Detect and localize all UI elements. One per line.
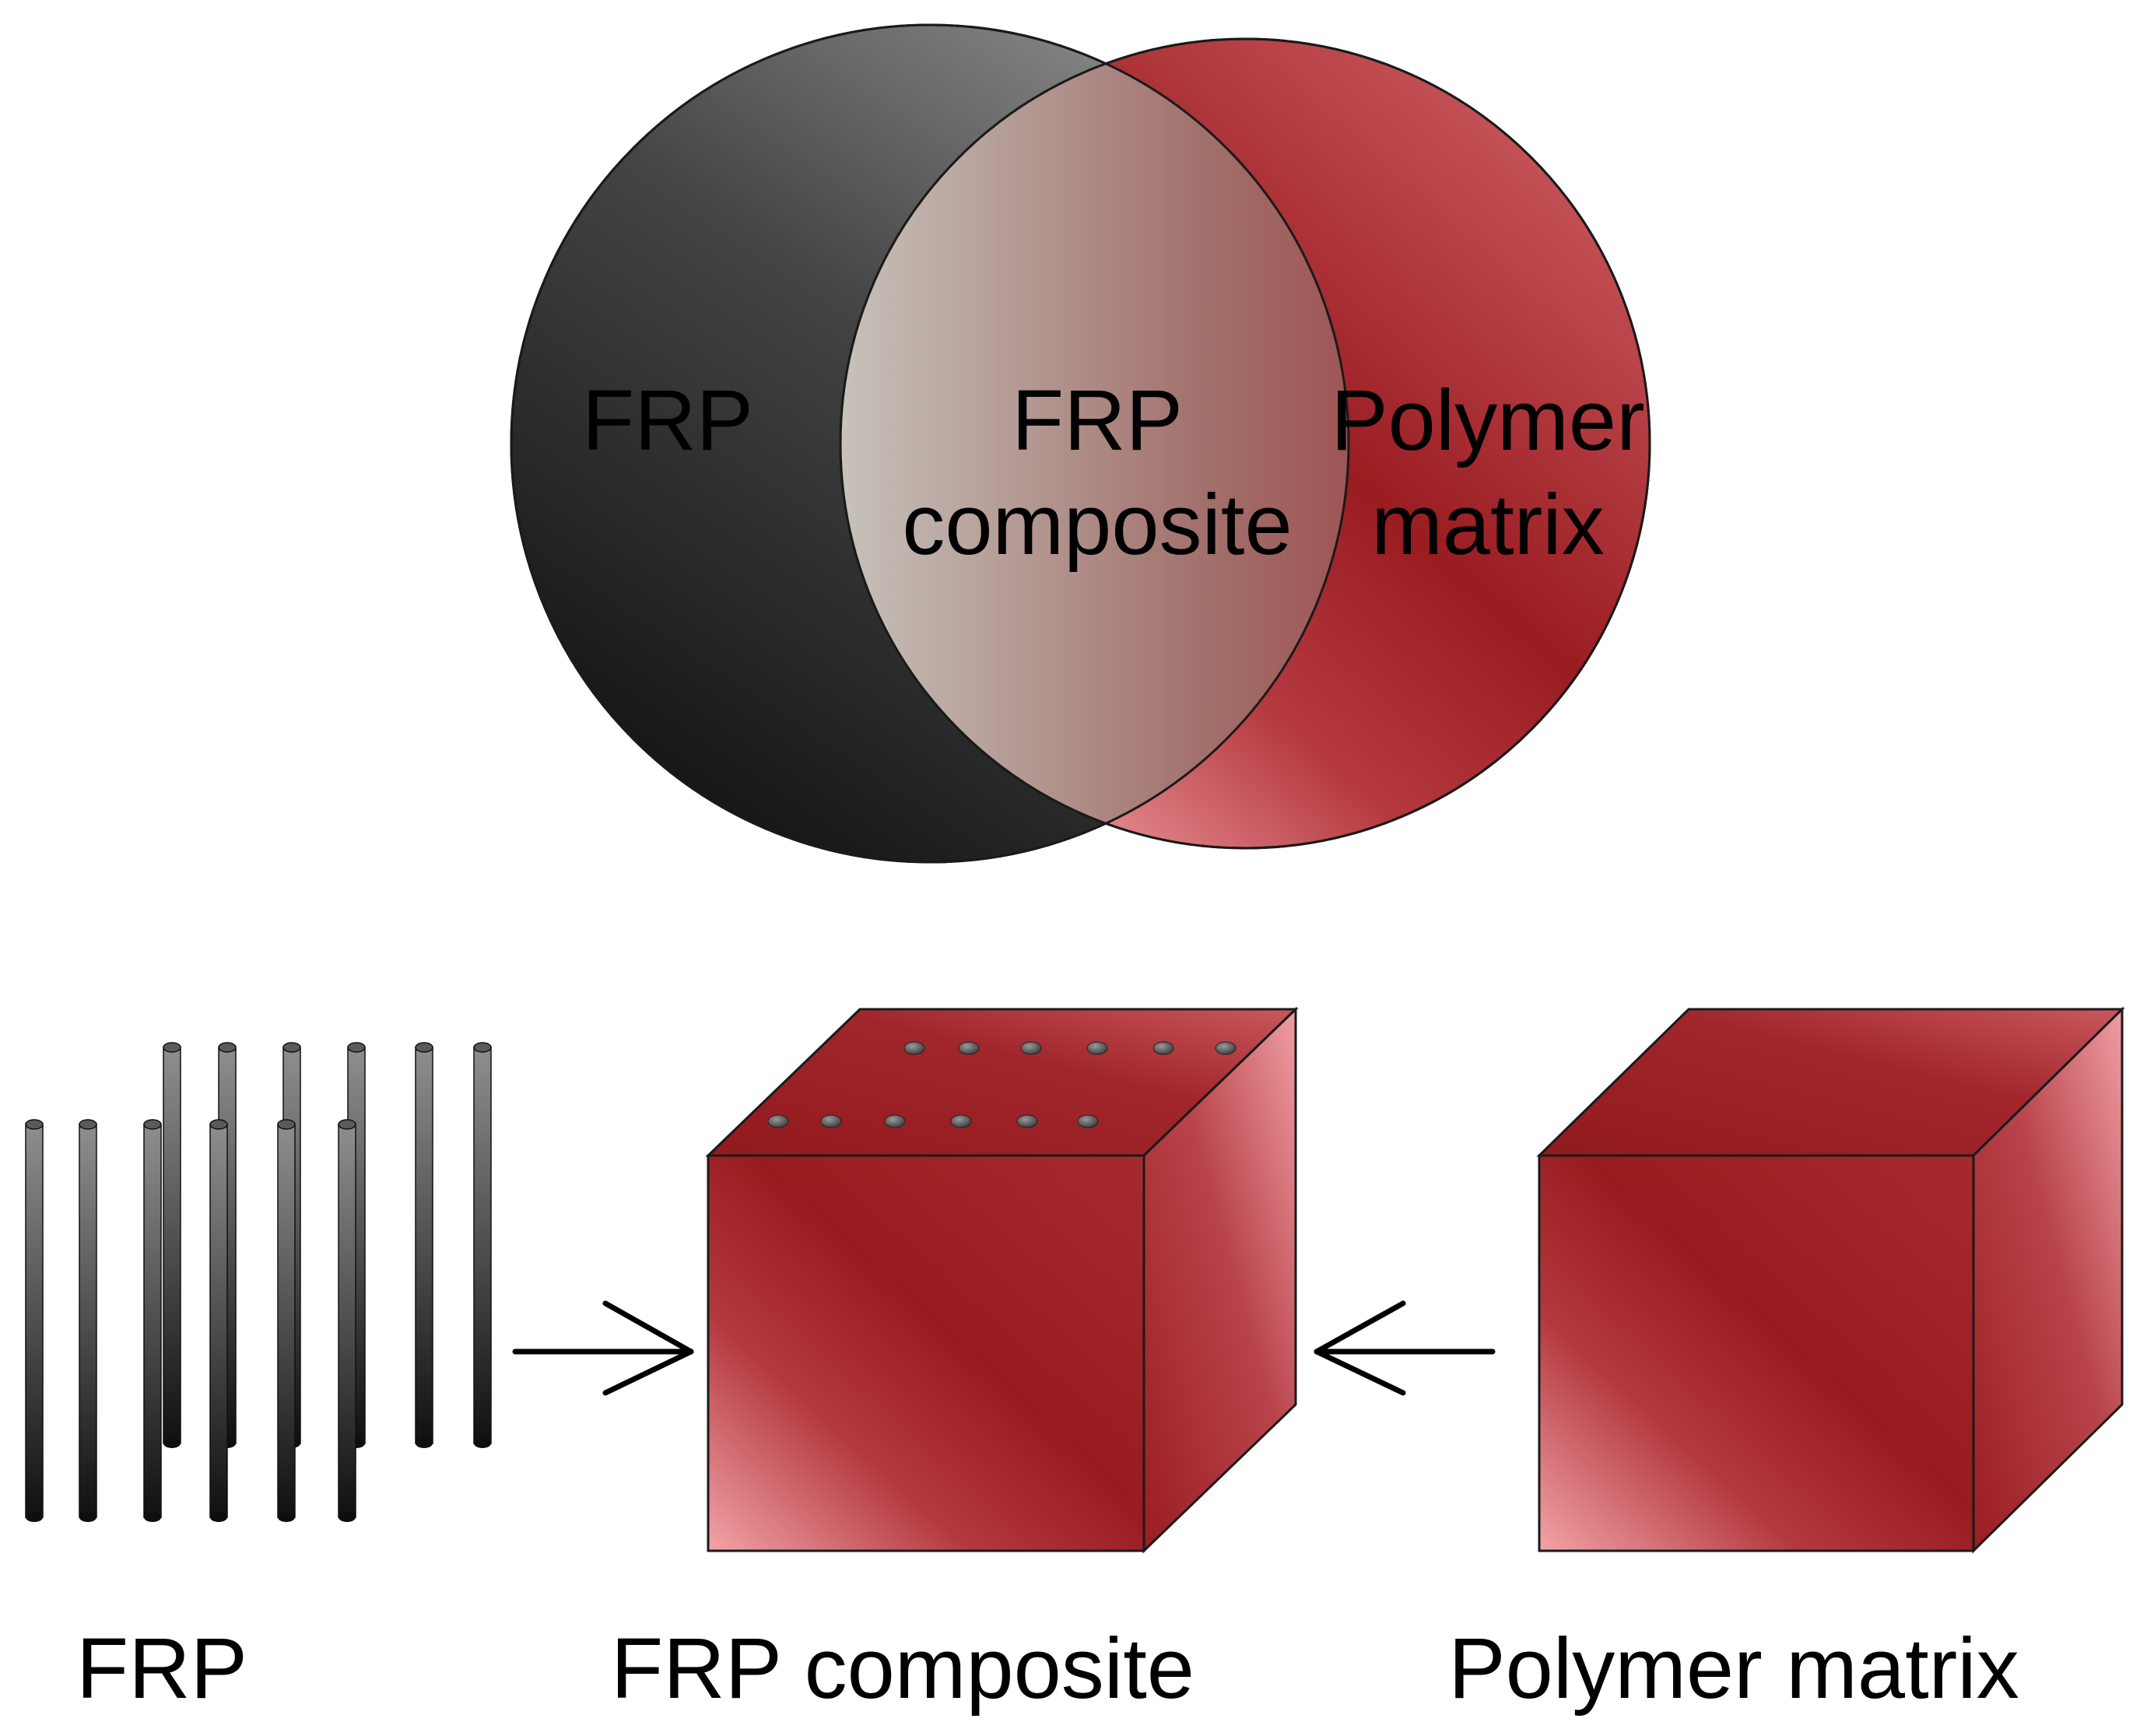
- arrow-matrix-to-composite: [1314, 1300, 1496, 1396]
- fiber-end: [1086, 1041, 1108, 1055]
- fiber-rod: [209, 1119, 228, 1522]
- fiber-end: [958, 1041, 980, 1055]
- caption-polymer-matrix: Polymer matrix: [1448, 1621, 2019, 1717]
- fiber-end: [820, 1114, 842, 1128]
- venn-label-composite-line2: composite: [902, 477, 1292, 573]
- fiber-end: [1077, 1114, 1099, 1128]
- arrow-fibers-to-composite: [512, 1300, 694, 1396]
- fiber-end: [1152, 1041, 1174, 1055]
- frp-circle-outline: [510, 23, 1350, 864]
- venn-label-polymer: Polymer: [1331, 373, 1644, 468]
- composite-cube-front: [707, 1154, 1145, 1552]
- fiber-end: [950, 1114, 972, 1128]
- fiber-rod: [473, 1042, 492, 1448]
- fiber-end: [884, 1114, 906, 1128]
- fiber-end: [1215, 1041, 1237, 1055]
- caption-frp-composite: FRP composite: [611, 1621, 1195, 1717]
- polymer-matrix-cube: [1536, 1006, 2125, 1554]
- fiber-rod: [277, 1119, 296, 1522]
- venn-overlap-region: [840, 39, 1349, 848]
- polymer-matrix-circle-outline: [839, 37, 1651, 850]
- composite-cube: [705, 1006, 1299, 1554]
- fiber-end: [767, 1114, 789, 1128]
- venn-label-frp: FRP: [582, 373, 753, 468]
- fiber-end: [1020, 1041, 1042, 1055]
- fiber-rod: [25, 1119, 44, 1522]
- fiber-end: [903, 1041, 925, 1055]
- fiber-rod: [415, 1042, 433, 1448]
- venn-label-composite-line1: FRP: [1012, 373, 1183, 468]
- venn-diagram: FRP FRP composite Polymer matrix: [510, 23, 1651, 864]
- venn-label-matrix: matrix: [1371, 477, 1604, 573]
- frp-fiber-bundle: [25, 1042, 492, 1522]
- fiber-end: [1016, 1114, 1038, 1128]
- fiber-rod: [79, 1119, 97, 1522]
- fiber-ends: [767, 1041, 1237, 1128]
- matrix-cube-front: [1538, 1154, 1975, 1552]
- fiber-rod: [163, 1042, 181, 1448]
- fiber-rod: [338, 1119, 356, 1522]
- fiber-rod: [143, 1119, 162, 1522]
- caption-frp: FRP: [76, 1621, 247, 1717]
